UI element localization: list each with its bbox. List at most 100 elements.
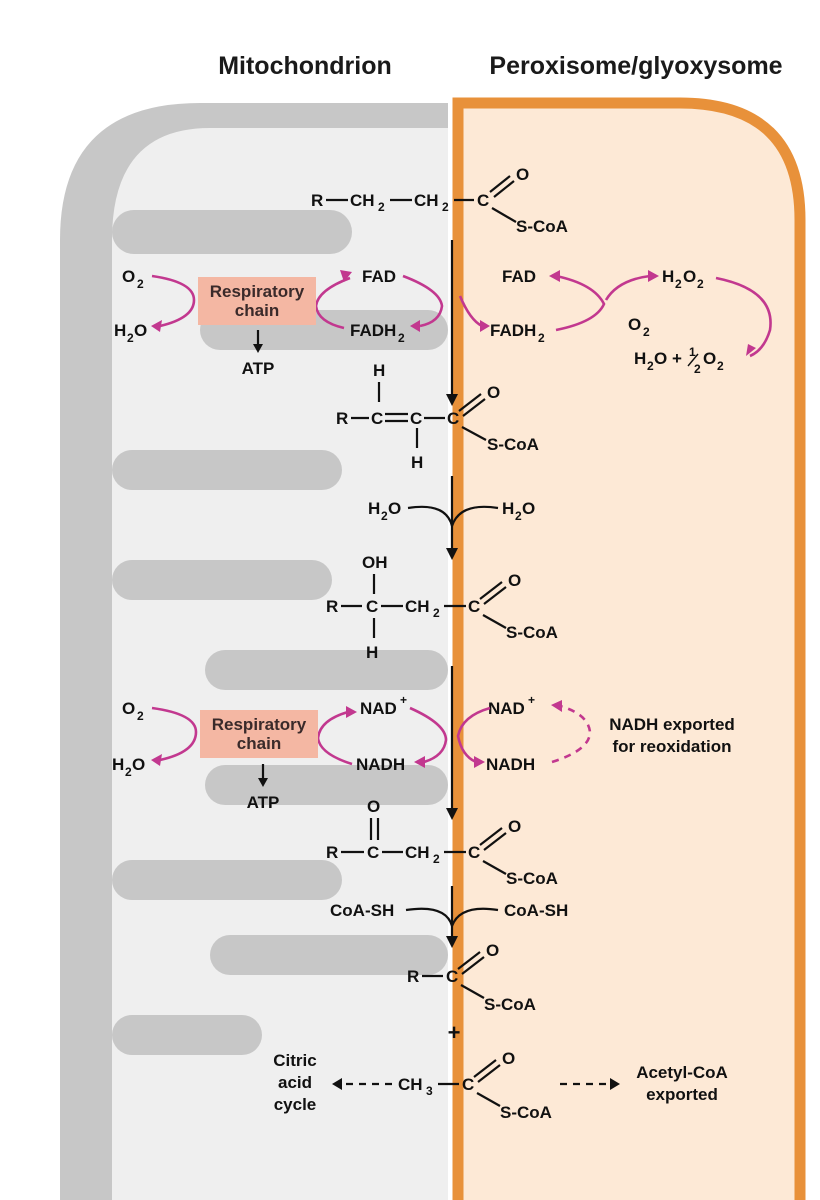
m2-scoa: S-CoA: [487, 435, 539, 454]
citric-acid-cycle-fate: Citric acid cycle: [273, 1051, 392, 1114]
enoyl-coa-molecule: H R C C H C O S-CoA: [336, 361, 539, 472]
svg-text:R: R: [407, 967, 419, 986]
svg-text:O: O: [367, 797, 380, 816]
h2o-right-2: H: [502, 499, 514, 518]
h2o2-right: H: [662, 267, 674, 286]
svg-text:acid: acid: [278, 1073, 312, 1092]
mitochondrion-compartment: [60, 103, 448, 1200]
m5-scoa: S-CoA: [484, 995, 536, 1014]
svg-text:2: 2: [538, 331, 545, 345]
m1-c: C: [477, 191, 489, 210]
o2-right: O: [628, 315, 641, 334]
svg-text:2: 2: [643, 325, 650, 339]
svg-text:OH: OH: [362, 553, 388, 572]
step1-right-cofactors: FAD FADH 2 H 2 O 2 O 2 H 2 O + 1 2 O 2: [458, 267, 772, 376]
svg-text:C: C: [371, 409, 383, 428]
respiratory-chain-1: Respiratory chain ATP O 2 H 2 O: [114, 267, 316, 378]
svg-text:C: C: [367, 843, 379, 862]
fad-left: FAD: [362, 267, 396, 286]
atp-2: ATP: [247, 793, 280, 812]
m1-scoa: S-CoA: [516, 217, 568, 236]
step2-water: H 2 O H 2 O: [368, 499, 535, 527]
svg-text:R: R: [336, 409, 348, 428]
ketoacyl-coa-molecule: O R C CH 2 C O S-CoA: [326, 797, 558, 888]
svg-text:2: 2: [433, 852, 440, 866]
svg-text:2: 2: [137, 277, 144, 291]
step4-coash: CoA-SH CoA-SH: [330, 901, 568, 927]
svg-text:+: +: [528, 693, 535, 707]
nadh-left: NADH: [356, 755, 405, 774]
acetyl-coa-molecule: CH 3 C O S-CoA: [398, 1049, 552, 1122]
coash-right: CoA-SH: [504, 901, 568, 920]
svg-text:C: C: [366, 597, 378, 616]
svg-text:Respiratory: Respiratory: [212, 715, 307, 734]
h2o-left-2: H: [368, 499, 380, 518]
svg-text:CH: CH: [405, 843, 430, 862]
svg-text:O: O: [508, 571, 521, 590]
respiratory-chain-2: Respiratory chain ATP O 2 H 2 O: [112, 699, 318, 812]
svg-text:O: O: [132, 755, 145, 774]
nad-right: NAD: [488, 699, 525, 718]
fad-right: FAD: [502, 267, 536, 286]
svg-text:2: 2: [717, 359, 724, 373]
svg-text:2: 2: [694, 362, 701, 376]
svg-text:Citric: Citric: [273, 1051, 316, 1070]
acetyl-coa-exported-fate: Acetyl-CoA exported: [560, 1063, 728, 1104]
svg-text:2: 2: [398, 331, 405, 345]
h2o-left-3: H: [112, 755, 124, 774]
acyl-coa-molecule: R CH 2 CH 2 C O S-CoA: [311, 165, 568, 236]
nadh-exported-label-2: for reoxidation: [612, 737, 731, 756]
coash-left: CoA-SH: [330, 901, 394, 920]
svg-text:Acetyl-CoA: Acetyl-CoA: [636, 1063, 728, 1082]
svg-text:R: R: [326, 843, 338, 862]
svg-text:O: O: [487, 383, 500, 402]
o2-left-1: O: [122, 267, 135, 286]
svg-text:2: 2: [442, 200, 449, 214]
svg-text:2: 2: [381, 509, 388, 523]
svg-text:O: O: [683, 267, 696, 286]
fadh2-left: FADH: [350, 321, 396, 340]
peroxisome-compartment: [452, 97, 806, 1200]
svg-text:2: 2: [515, 509, 522, 523]
svg-text:C: C: [468, 597, 480, 616]
svg-text:CH: CH: [405, 597, 430, 616]
m3-scoa: S-CoA: [506, 623, 558, 642]
step3-right-cofactors: NAD + NADH NADH exported for reoxidation: [456, 693, 735, 774]
plus-sign: +: [448, 1020, 461, 1045]
svg-text:+: +: [672, 349, 682, 368]
svg-text:H: H: [373, 361, 385, 380]
svg-text:2: 2: [697, 277, 704, 291]
svg-text:C: C: [462, 1075, 474, 1094]
fadh2-right: FADH: [490, 321, 536, 340]
h2o-left-1: H: [114, 321, 126, 340]
m1-o: O: [516, 165, 529, 184]
svg-text:2: 2: [127, 331, 134, 345]
svg-text:O: O: [703, 349, 716, 368]
nadh-right: NADH: [486, 755, 535, 774]
svg-text:H: H: [366, 643, 378, 662]
svg-text:O: O: [508, 817, 521, 836]
svg-text:C: C: [468, 843, 480, 862]
o2-left-2: O: [122, 699, 135, 718]
svg-text:H: H: [411, 453, 423, 472]
svg-text:O: O: [486, 941, 499, 960]
atp-1: ATP: [242, 359, 275, 378]
m4-scoa: S-CoA: [506, 869, 558, 888]
h2o-half-o2: H: [634, 349, 646, 368]
svg-text:O: O: [522, 499, 535, 518]
step1-left-cofactors: FAD FADH 2: [314, 267, 444, 345]
svg-text:O: O: [502, 1049, 515, 1068]
svg-text:3: 3: [426, 1084, 433, 1098]
m1-r: R: [311, 191, 323, 210]
svg-text:2: 2: [378, 200, 385, 214]
svg-text:O: O: [134, 321, 147, 340]
svg-text:C: C: [410, 409, 422, 428]
svg-text:O: O: [654, 349, 667, 368]
svg-text:O: O: [388, 499, 401, 518]
svg-text:C: C: [446, 967, 458, 986]
shortened-acyl-coa-molecule: R C O S-CoA: [407, 941, 536, 1014]
svg-text:R: R: [326, 597, 338, 616]
svg-text:Respiratory: Respiratory: [210, 282, 305, 301]
svg-text:cycle: cycle: [274, 1095, 317, 1114]
svg-text:2: 2: [137, 709, 144, 723]
